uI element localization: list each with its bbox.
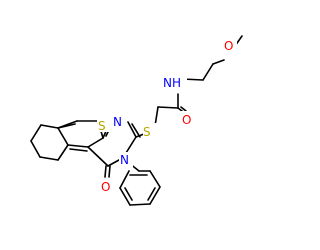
bond [57, 123, 76, 129]
bond [39, 156, 59, 161]
bond [202, 63, 214, 81]
bond [87, 137, 104, 148]
bond [57, 144, 69, 161]
bond [149, 170, 161, 188]
atom-labels: S N S NH O O N O [97, 37, 237, 194]
bond [57, 127, 69, 146]
bond [147, 187, 156, 201]
bond [30, 124, 42, 142]
bond [107, 159, 120, 167]
bond [108, 165, 111, 178]
bond [149, 186, 161, 205]
bond [154, 106, 159, 127]
keto-oxygen-label: O [101, 180, 110, 194]
ring-sulfur-label: S [98, 119, 106, 133]
pyrimidine-n-top-label: N [113, 115, 122, 129]
bond [104, 165, 107, 178]
amide-nh-label: NH [163, 76, 181, 90]
bond [131, 123, 141, 138]
bond [87, 146, 109, 167]
bond [40, 124, 59, 129]
bond [129, 203, 151, 206]
thioether-sulfur-label: S [143, 125, 151, 139]
bond [125, 136, 137, 154]
bonds [30, 35, 243, 206]
pyrimidinone-n-label: N [120, 153, 129, 167]
bond [212, 59, 225, 65]
amide-oxygen-label: O [182, 113, 191, 127]
bond [67, 144, 89, 148]
bond [119, 187, 131, 206]
ether-oxygen-label: O [224, 39, 233, 53]
bond [127, 121, 137, 138]
molecule-structure: S N S NH O O N O [30, 35, 243, 206]
bond [135, 133, 145, 138]
bond [180, 106, 187, 112]
bond [119, 170, 130, 189]
bond [30, 140, 41, 158]
bond [157, 106, 179, 109]
bond [69, 148, 88, 152]
bond [124, 187, 133, 201]
